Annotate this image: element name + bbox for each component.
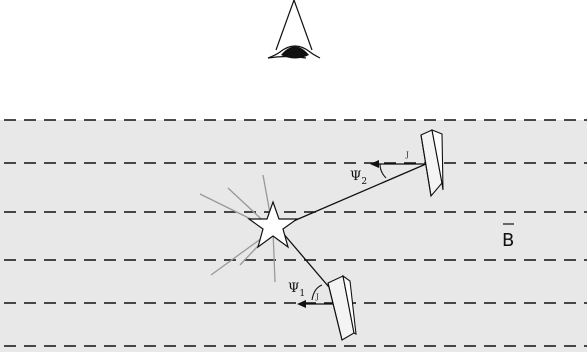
angle-arc-psi1 (311, 284, 323, 301)
field-lines (4, 119, 587, 347)
psi2-label: Ψ2 (350, 169, 367, 187)
detector-plate-2 (420, 129, 444, 198)
svg-text:J: J (405, 151, 409, 159)
detector-plate-1 (327, 274, 357, 341)
normal-arrow-1: J (297, 293, 333, 308)
field-band (0, 120, 587, 352)
normal-arrow-2: J (370, 151, 424, 168)
field-label: B (502, 223, 514, 251)
svg-text:J: J (315, 293, 319, 301)
sight-lines (281, 163, 427, 294)
star-icon (247, 200, 299, 249)
svg-text:B: B (502, 230, 514, 251)
angle-arc-psi2 (379, 163, 387, 179)
eye-icon (267, 0, 321, 59)
psi1-label: Ψ1 (288, 281, 305, 299)
